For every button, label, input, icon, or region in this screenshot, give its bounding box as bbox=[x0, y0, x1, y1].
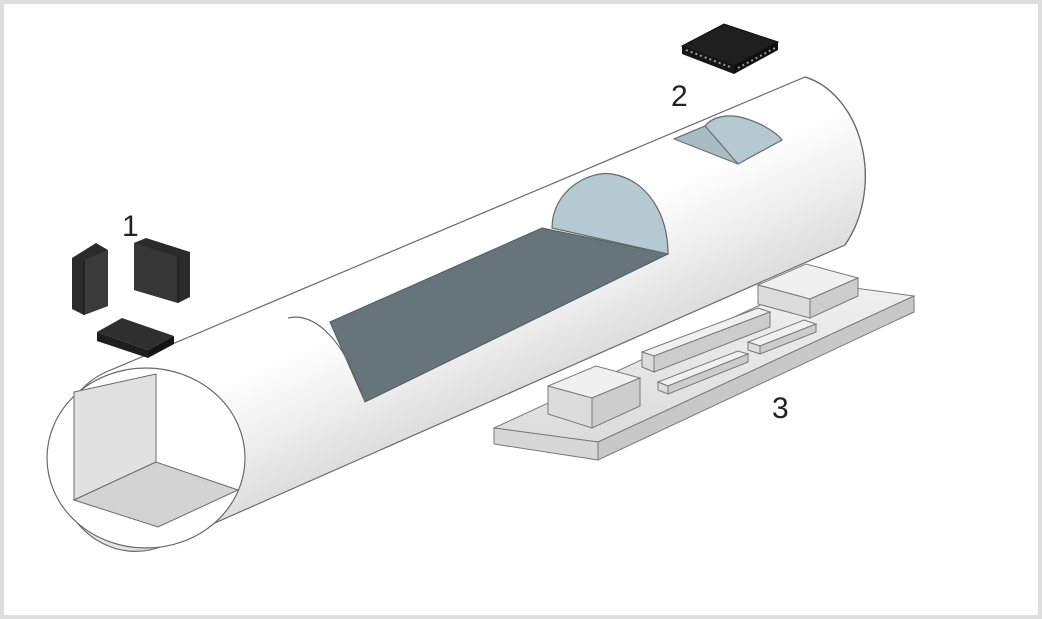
tube-pocket bbox=[672, 115, 783, 165]
chip-flat bbox=[97, 318, 174, 350]
tube-window bbox=[287, 172, 670, 403]
label-two: 2 bbox=[671, 80, 688, 113]
window-end-face bbox=[551, 172, 669, 255]
tube-far-end bbox=[804, 76, 866, 246]
sensor-chip-icon bbox=[72, 238, 190, 358]
pocket-floor bbox=[672, 125, 739, 165]
circuit-board-icon bbox=[492, 263, 916, 461]
tube-near-end bbox=[46, 367, 246, 549]
board-side bbox=[597, 295, 915, 461]
plcc-chip-icon bbox=[680, 23, 780, 74]
bore-floor bbox=[72, 461, 240, 528]
pocket-face bbox=[704, 115, 783, 165]
window-near-rim bbox=[287, 316, 366, 403]
label-three: 3 bbox=[772, 392, 789, 425]
label-one: 1 bbox=[122, 210, 139, 243]
